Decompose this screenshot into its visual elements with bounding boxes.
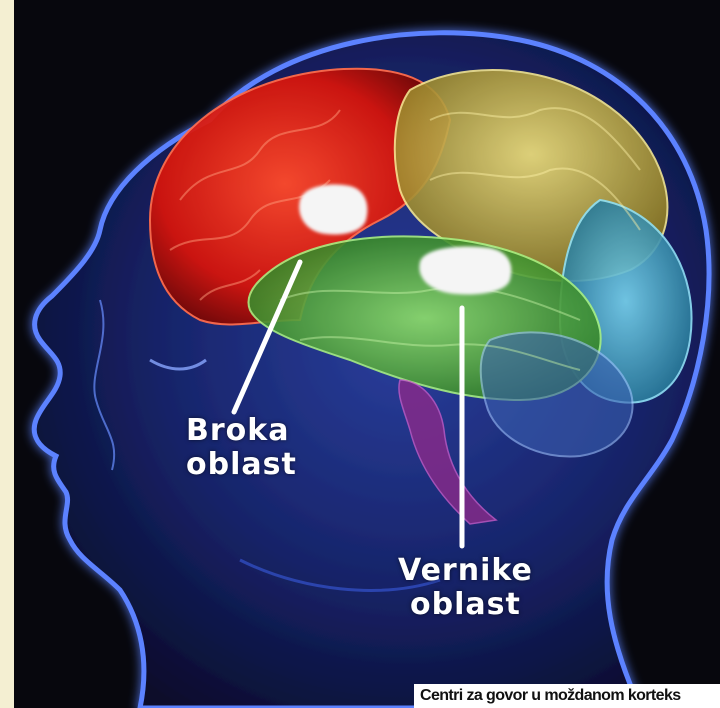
broca-area-marker [299,185,367,235]
vernike-area-marker [419,247,511,295]
image-caption: Centri za govor u moždanom korteks [414,684,720,708]
vernike-label-line2: oblast [398,588,533,622]
broca-label: Broka oblast [186,414,297,482]
broca-label-line1: Broka [186,414,297,448]
vernike-label: Vernike oblast [398,554,533,622]
vernike-label-line1: Vernike [398,554,533,588]
broca-label-line2: oblast [186,448,297,482]
